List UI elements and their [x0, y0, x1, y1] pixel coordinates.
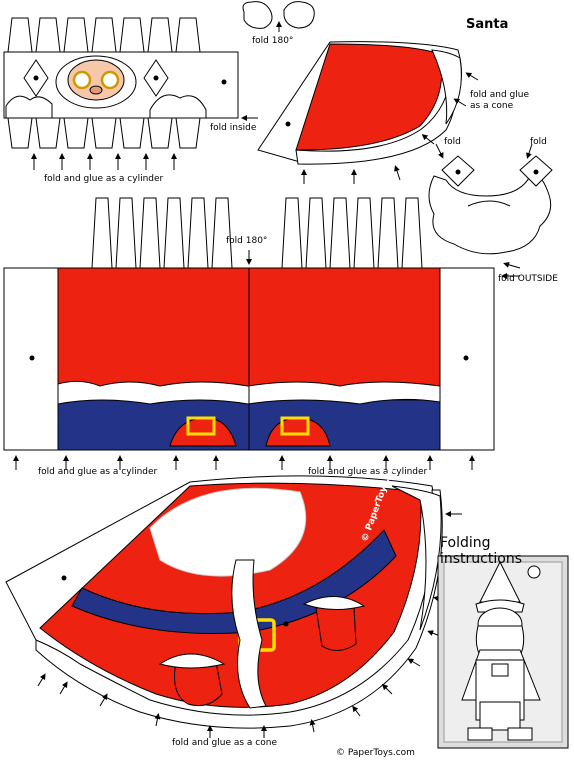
fold-left-label: fold — [444, 137, 461, 147]
head-cylinder-piece — [3, 17, 258, 170]
fold-outside-label: fold OUTSIDE — [498, 274, 558, 284]
hat-cone-piece — [257, 41, 479, 184]
coat-cone-piece — [5, 475, 462, 738]
page-title: Santa — [466, 17, 509, 32]
fold-right-label: fold — [530, 137, 547, 147]
pompom-piece — [242, 1, 315, 32]
fold-glue-cone-right-label: fold and glue as a cone — [470, 90, 529, 112]
fold-glue-cylinder-head-label: fold and glue as a cylinder — [44, 174, 164, 184]
fold-glue-cone-bottom-label: fold and glue as a cone — [172, 738, 277, 748]
fold-glue-cone-right-text: fold and glue as a cone — [470, 90, 529, 111]
fold-180-body-label: fold 180° — [226, 236, 268, 246]
fold-180-top-label: fold 180° — [252, 36, 294, 46]
footer-credit: © PaperToys.com — [336, 748, 415, 758]
fold-glue-cylinder-body-left-label: fold and glue as a cylinder — [38, 467, 158, 477]
body-cylinder-piece — [3, 197, 520, 470]
fold-glue-cylinder-body-right-label: fold and glue as a cylinder — [308, 467, 428, 477]
instructions-title: Folding instructions — [440, 535, 522, 567]
beard-piece — [428, 143, 553, 269]
instructions-box — [437, 555, 569, 749]
fold-inside-label: fold inside — [210, 123, 257, 133]
